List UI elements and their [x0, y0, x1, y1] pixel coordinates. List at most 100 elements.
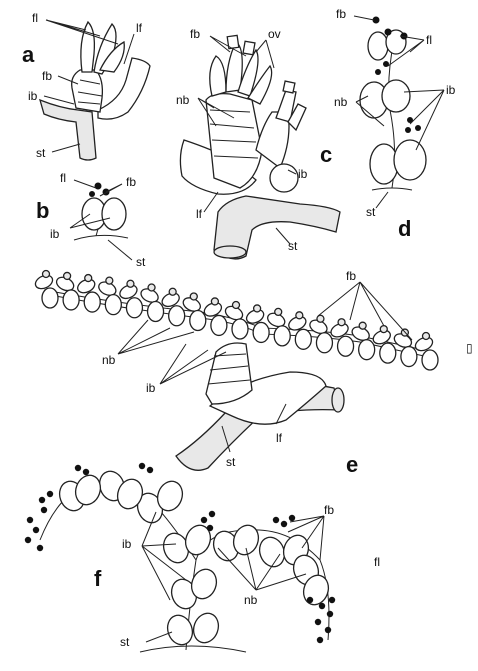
- label-f-fl: fl: [374, 555, 380, 569]
- panel-b-drawing: [70, 180, 132, 260]
- label-c-st: st: [288, 239, 298, 253]
- panel-label-c: c: [320, 142, 332, 167]
- label-b-st: st: [136, 255, 146, 269]
- flower-bud-dot: [25, 537, 31, 543]
- flower-bud-dot: [47, 491, 53, 497]
- panel-label-e: e: [346, 452, 358, 477]
- flower-bud-shape: [43, 271, 50, 278]
- leaf-shape: [164, 612, 197, 648]
- flower-bud-dot: [41, 507, 47, 513]
- flower-bud-dot: [281, 521, 287, 527]
- label-d-fl: fl: [426, 33, 432, 47]
- leaf-shape: [316, 333, 332, 353]
- label-c-lf: lf: [196, 207, 203, 221]
- label-e-nb: nb: [102, 353, 116, 367]
- leaf-shape: [190, 610, 223, 646]
- label-a-lf: lf: [136, 21, 143, 35]
- flower-bud-dot: [329, 597, 335, 603]
- label-d-nb: nb: [334, 95, 348, 109]
- panel-label-f: f: [94, 566, 102, 591]
- flower-bud-dot: [27, 517, 33, 523]
- flower-bud-shape: [296, 312, 303, 319]
- label-f-fb: fb: [324, 503, 334, 517]
- flower-bud-shape: [275, 308, 282, 315]
- leaf-shape: [84, 292, 100, 312]
- flower-bud-dot: [75, 465, 81, 471]
- leaf-shape: [148, 301, 164, 321]
- flower-bud-shape: [190, 293, 197, 300]
- label-a-fb: fb: [42, 69, 52, 83]
- panel-label-d: d: [398, 216, 411, 241]
- flower-bud-dot: [201, 517, 207, 523]
- label-b-fl: fl: [60, 171, 66, 185]
- flower-bud-shape: [211, 298, 218, 305]
- label-a-st: st: [36, 146, 46, 160]
- flower-bud-shape: [106, 277, 113, 284]
- flower-bud-dot: [33, 527, 39, 533]
- leaf-shape: [105, 295, 121, 315]
- flower-bud-dot: [315, 619, 321, 625]
- flower-bud-dot: [307, 597, 313, 603]
- panel-f-buds: [25, 463, 335, 648]
- flower-bud-dot: [327, 611, 333, 617]
- leaf-shape: [190, 310, 206, 330]
- flower-bud-shape: [359, 322, 366, 329]
- label-f-nb: nb: [244, 593, 258, 607]
- flower-bud-shape: [423, 333, 430, 340]
- leaf-shape: [338, 336, 354, 356]
- panel-label-b: b: [36, 198, 49, 223]
- leaf-shape: [295, 329, 311, 349]
- leaf-shape: [211, 315, 227, 335]
- flower-bud-dot: [207, 525, 213, 531]
- flower-bud-shape: [148, 284, 155, 291]
- label-c-fb: fb: [190, 27, 200, 41]
- flower-bud-dot: [39, 497, 45, 503]
- label-f-ib: ib: [122, 537, 132, 551]
- flower-bud-shape: [233, 302, 240, 309]
- panel-c-drawing: [180, 35, 340, 259]
- label-b-fb: fb: [126, 175, 136, 189]
- flower-bud-dot: [83, 469, 89, 475]
- leaf-shape: [63, 290, 79, 310]
- leaf-shape: [380, 343, 396, 363]
- leaf-shape: [42, 288, 58, 308]
- flower-bud-dot: [325, 627, 331, 633]
- label-a-ib: ib: [28, 89, 38, 103]
- leaf-shape: [274, 326, 290, 346]
- label-e-ib: ib: [146, 381, 156, 395]
- edge-mark: ▯: [466, 341, 473, 355]
- leaf-shape: [359, 340, 375, 360]
- flower-bud-shape: [64, 272, 71, 279]
- panel-a-drawing: [40, 20, 150, 160]
- label-b-ib: ib: [50, 227, 60, 241]
- flower-bud-dot: [139, 463, 145, 469]
- label-d-ib: ib: [446, 83, 456, 97]
- leaf-shape: [401, 347, 417, 367]
- panel-label-a: a: [22, 42, 35, 67]
- flower-bud-shape: [338, 319, 345, 326]
- label-c-nb: nb: [176, 93, 190, 107]
- leaf-shape: [232, 319, 248, 339]
- leaf-shape: [253, 322, 269, 342]
- leaf-shape: [169, 306, 185, 326]
- flower-bud-dot: [147, 467, 153, 473]
- label-c-ib: ib: [298, 167, 308, 181]
- flower-bud-dot: [289, 515, 295, 521]
- flower-bud-dot: [209, 511, 215, 517]
- leaf-shape: [422, 350, 438, 370]
- flower-bud-shape: [254, 305, 261, 312]
- label-e-fb: fb: [346, 269, 356, 283]
- flower-bud-shape: [127, 280, 134, 287]
- label-d-fb: fb: [336, 7, 346, 21]
- label-e-lf: lf: [276, 431, 283, 445]
- flower-bud-dot: [273, 517, 279, 523]
- label-e-st: st: [226, 455, 236, 469]
- flower-bud-dot: [37, 545, 43, 551]
- flower-bud-dot: [317, 637, 323, 643]
- label-c-ov: ov: [268, 27, 281, 41]
- label-f-st: st: [120, 635, 130, 649]
- label-d-st: st: [366, 205, 376, 219]
- flower-bud-dot: [319, 603, 325, 609]
- leaf-shape: [126, 298, 142, 318]
